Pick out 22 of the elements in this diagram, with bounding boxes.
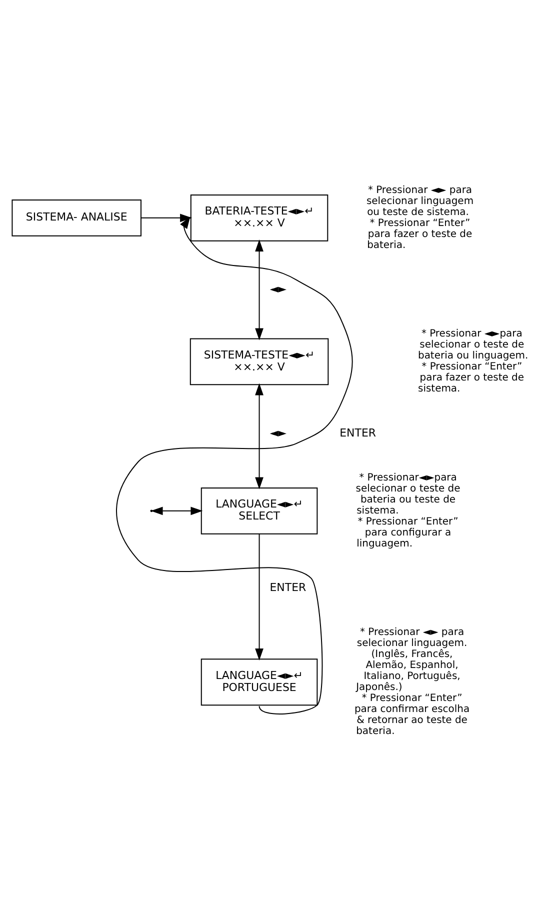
node-label: * Pressionar “Enter” para confirmar escolha & retornar ao teste de bateria.: [354, 692, 470, 737]
node-box: SISTEMA- ANALISE: [12, 198, 142, 236]
node-label: * Pressionar ◄►para selecionar o teste de bateria ou linguagem.: [418, 328, 528, 362]
node-label: * Pressionar ◄► para selecionar linguagem. (Inglês, Francês, Alemão, Espanhol, Italiano, Português, Japonês.): [356, 626, 468, 693]
node-box: BATERIA-TESTE◄►↵ ××.×× V: [190, 194, 328, 241]
node-box: LANGUAGE◄►↵ SELECT: [200, 486, 318, 534]
node-label: * Pressionar ◄► para selecionar linguagem ou teste de sistema.: [366, 184, 474, 218]
node-label: * Pressionar “Enter” para fazer o teste de bateria.: [367, 217, 472, 250]
arrow: [255, 382, 264, 489]
edge-label: ◄►: [270, 426, 287, 439]
arrow: [116, 216, 353, 714]
node-box: LANGUAGE◄►↵ PORTUGUESE: [200, 658, 318, 706]
node-label: * Pressionar◄►para selecionar o teste de bateria ou teste de sistema.: [356, 472, 460, 516]
arrow: [140, 213, 192, 222]
node-label: * Pressionar “Enter” para fazer o teste de sistema.: [418, 361, 524, 394]
arrow: [255, 533, 264, 660]
node-box: SISTEMA-TESTE◄►↵ ××.×× V: [190, 338, 329, 385]
arrow: [255, 239, 264, 340]
edge-label: ENTER: [270, 580, 306, 594]
edge-label: ◄►: [270, 282, 287, 296]
node-label: * Pressionar “Enter” para configurar a linguagem.: [356, 516, 458, 549]
edge-label: ENTER: [340, 426, 376, 439]
